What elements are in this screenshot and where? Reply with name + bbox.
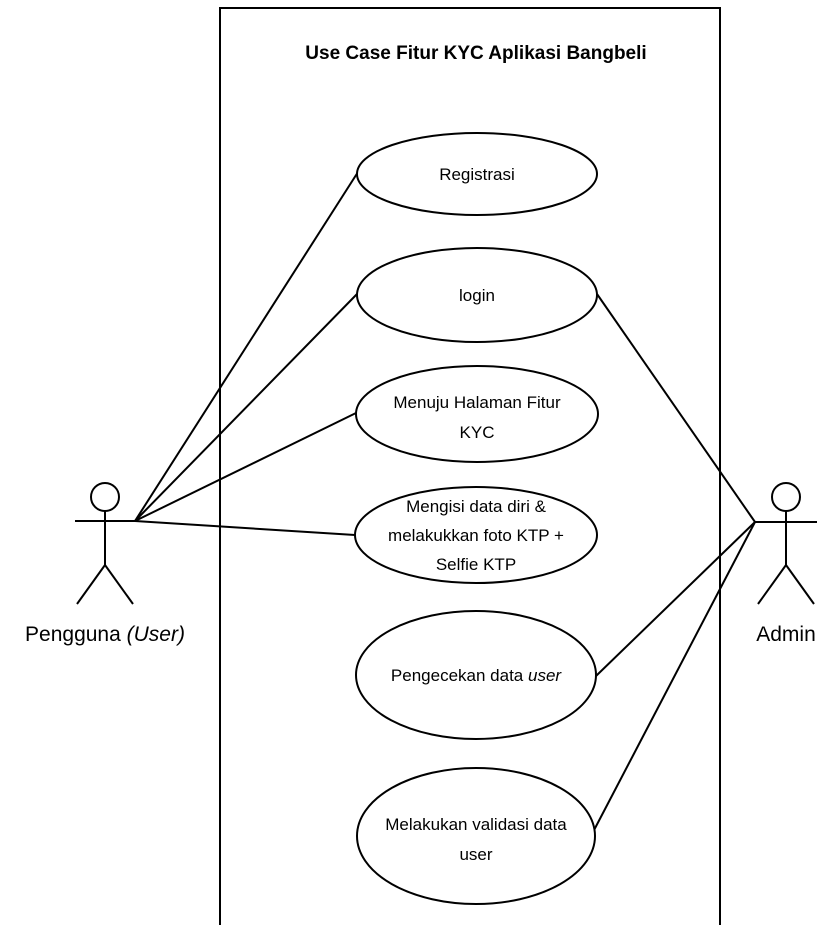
use-case-pengecekan: Pengecekan data user	[355, 610, 597, 740]
actor-admin-left-leg	[757, 564, 787, 605]
system-boundary	[219, 7, 721, 925]
use-case-mengisi-data-line2: melakukkan foto KTP +	[388, 526, 564, 545]
use-case-login-label: login	[459, 286, 495, 305]
use-case-mengisi-data-line3: Selfie KTP	[436, 555, 516, 574]
use-case-menuju-kyc-line2: KYC	[460, 423, 495, 442]
use-case-menuju-kyc-line1: Menuju Halaman Fitur	[393, 393, 561, 412]
use-case-mengisi-data-line1: Mengisi data diri &	[406, 497, 547, 516]
actor-user-head	[90, 482, 120, 512]
use-case-validasi-line2: user	[459, 845, 492, 864]
actor-user-left-leg	[76, 564, 106, 605]
system-title: Use Case Fitur KYC Aplikasi Bangbeli	[305, 43, 646, 64]
use-case-login: login	[356, 247, 598, 343]
use-case-pengecekan-label: Pengecekan data user	[391, 666, 562, 685]
actor-user-label: Pengguna (User)	[25, 623, 185, 646]
use-case-validasi: Melakukan validasi data user	[356, 767, 596, 905]
use-case-menuju-kyc: Menuju Halaman Fitur KYC	[355, 365, 599, 463]
use-case-registrasi: Registrasi	[356, 132, 598, 216]
admin-associations	[591, 293, 756, 835]
assoc-user-mengisi-data	[134, 520, 356, 536]
user-associations	[134, 171, 359, 536]
assoc-admin-login	[596, 293, 756, 523]
actor-admin-head	[771, 482, 801, 512]
actor-user: Pengguna (User)	[25, 482, 185, 646]
actor-admin: Admin	[755, 482, 817, 646]
use-case-registrasi-label: Registrasi	[439, 165, 515, 184]
use-case-mengisi-data: Mengisi data diri & melakukkan foto KTP …	[354, 486, 598, 584]
assoc-admin-pengecekan	[595, 521, 756, 677]
actor-admin-label: Admin	[756, 623, 816, 646]
assoc-user-menuju-kyc	[134, 412, 357, 522]
actor-admin-right-leg	[785, 564, 815, 605]
assoc-admin-validasi	[591, 521, 756, 835]
actor-user-right-leg	[104, 564, 134, 605]
assoc-user-registrasi	[134, 171, 359, 522]
use-case-validasi-line1: Melakukan validasi data	[385, 815, 567, 834]
assoc-user-login	[134, 293, 358, 522]
